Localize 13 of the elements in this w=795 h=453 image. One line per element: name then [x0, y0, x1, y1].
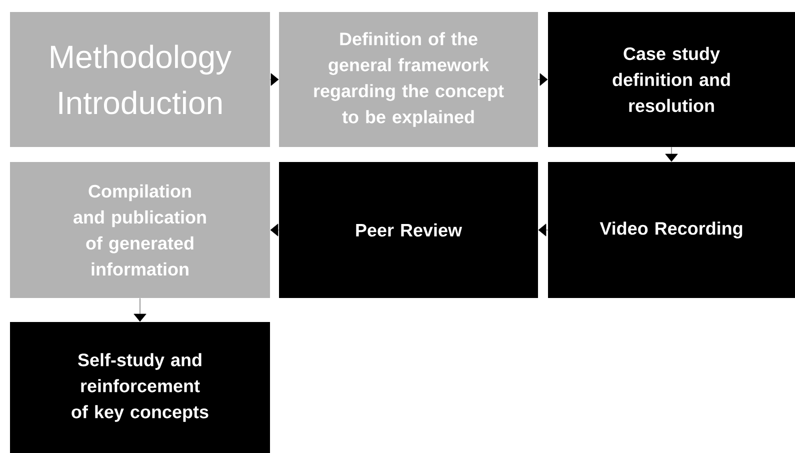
process-box: Video Recording	[548, 162, 795, 298]
arrow	[538, 73, 548, 86]
process-box: Peer Review	[279, 162, 538, 298]
arrow	[134, 298, 146, 322]
process-box: Methodology Introduction	[10, 12, 270, 147]
process-box: Definition of the general framework regarding the concept to be explained	[279, 12, 538, 147]
arrow	[270, 224, 279, 236]
process-box: Compilation and publication of generated information	[10, 162, 270, 298]
arrow	[665, 147, 678, 162]
arrow	[270, 73, 279, 86]
process-box: Self-study and reinforcement of key concepts	[10, 322, 270, 453]
arrow	[538, 224, 548, 236]
process-box: Case study definition and resolution	[548, 12, 795, 147]
